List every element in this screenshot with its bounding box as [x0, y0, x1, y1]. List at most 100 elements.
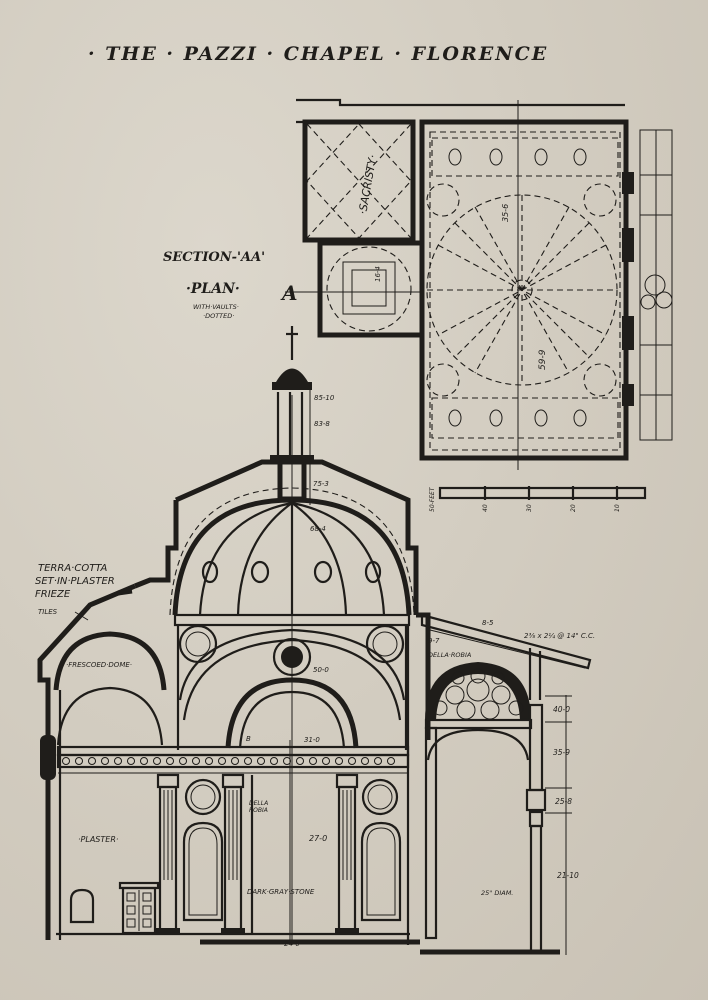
della-robia-label: DELLA — [249, 800, 268, 807]
frieze-ornament — [231, 757, 239, 765]
dome-coffer — [491, 685, 511, 705]
scale-tick: 10 — [614, 504, 621, 512]
frieze-ornament — [387, 757, 395, 765]
frieze-ornament — [140, 757, 148, 765]
dimension-label: 40-0 — [553, 705, 570, 714]
dome-ribs — [427, 195, 617, 385]
frescoed-dome-label: ·FRESCOED·DOME· — [66, 661, 132, 669]
dome-coffer — [445, 685, 465, 705]
frieze-ornament — [322, 757, 330, 765]
plan-portico — [622, 129, 673, 441]
dome-drum-left — [134, 500, 179, 589]
entry-bay: 16-4 A — [280, 240, 425, 338]
frieze-ornament — [348, 757, 356, 765]
dome-coffer — [456, 700, 476, 720]
plan-note: WITH·VAULTS· — [193, 303, 239, 311]
frieze-ornament — [205, 757, 213, 765]
wall-details — [56, 625, 420, 945]
dimension-plan-length: 59-9 — [538, 349, 548, 370]
dimension-label: 85-10 — [314, 394, 335, 402]
small-window — [69, 888, 95, 924]
left-wing: ·FRESCOED·DOME· — [37, 583, 167, 940]
frieze-ornament — [153, 757, 161, 765]
frieze-ornament — [127, 757, 135, 765]
dimension-small-dome: 16-4 — [374, 266, 382, 282]
pilasters — [156, 773, 359, 934]
dome-coffer — [470, 668, 486, 684]
frieze-ornament — [335, 757, 343, 765]
dome-roof — [174, 459, 419, 615]
frieze-ornament — [62, 757, 70, 765]
dome-coffer — [491, 671, 505, 685]
dimension-label: 24-0 — [284, 940, 300, 948]
frieze-ornament — [296, 757, 304, 765]
frieze-ornament — [179, 757, 187, 765]
scale-tick: 20 — [570, 504, 577, 512]
frieze-ornament — [361, 757, 369, 765]
scale-unit-label: 50-FEET — [429, 486, 436, 512]
floor-plan: ·SACRISTY· 16-4 A — [280, 98, 673, 512]
frieze-ornament — [270, 757, 278, 765]
dome-coffer — [466, 678, 490, 702]
frieze-ornament — [88, 757, 96, 765]
terra-cotta-label: FRIEZE — [35, 589, 71, 600]
dimension-label: 75-3 — [313, 480, 329, 488]
della-robia-portico-label: DELLA·ROBIA — [428, 651, 471, 659]
dimension-label: 35-9 — [553, 748, 570, 757]
scale-tick: 40 — [482, 504, 489, 512]
dome-coffer — [480, 700, 500, 720]
frieze-ornament — [75, 757, 83, 765]
dimension-label: 50-0 — [313, 666, 329, 674]
scale-bar: 50-FEET 40 30 20 10 — [429, 486, 647, 512]
door — [118, 881, 160, 935]
rafter-note: 2⅜ x 2¼ @ 14" C.C. — [524, 632, 595, 640]
section-labels: TERRA·COTTA SET·IN·PLASTER FRIEZE TILES … — [35, 563, 595, 897]
plaster-label: ·PLASTER· — [78, 835, 118, 844]
plan-label: ·PLAN· — [186, 281, 240, 297]
frieze-ornament — [309, 757, 317, 765]
dimension-label: 8-5 — [482, 619, 494, 627]
sacristy-label: ·SACRISTY· — [356, 154, 379, 216]
tiles-label: TILES — [38, 608, 58, 616]
portico — [416, 612, 592, 955]
dimension-label: 83-8 — [314, 420, 330, 428]
arch-mark: B — [246, 735, 251, 743]
frieze-ornament — [374, 757, 382, 765]
center-dimension-line — [289, 390, 311, 945]
dark-gray-stone-label: DARK·GRAY·STONE — [247, 888, 315, 896]
portico-dimension-line — [545, 695, 572, 955]
main-hall: 35-6 59-9 — [419, 100, 629, 470]
dimension-label: 9-7 — [428, 637, 440, 645]
dimension-label: 25-8 — [555, 797, 572, 806]
plan-note: ·DOTTED· — [203, 312, 234, 320]
dimension-plan-width: 35-6 — [501, 204, 510, 222]
frieze-ornament — [218, 757, 226, 765]
dome-coffer — [432, 700, 448, 716]
frieze-ornament — [257, 757, 265, 765]
frieze-ornament — [101, 757, 109, 765]
section-marker-a: A — [280, 281, 298, 305]
coffer-band-bottom — [431, 397, 619, 439]
dimension-label: 27-0 — [309, 834, 327, 843]
section-label: SECTION-'AA' — [163, 250, 265, 265]
terra-cotta-label: TERRA·COTTA — [38, 563, 107, 574]
coffer-band-top — [431, 137, 619, 177]
drawing-title: · THE · PAZZI · CHAPEL · FLORENCE — [88, 43, 548, 65]
frieze-ornament — [166, 757, 174, 765]
frieze-ornament — [244, 757, 252, 765]
dome-coffer — [451, 671, 465, 685]
frieze-ornament — [283, 757, 291, 765]
scale-tick: 30 — [526, 504, 533, 512]
dimension-label: 21-10 — [557, 871, 579, 880]
frieze-ornament — [114, 757, 122, 765]
plan-labels: SECTION-'AA' ·PLAN· WITH·VAULTS· ·DOTTED… — [163, 250, 265, 320]
section-drawing: B ·FRESCOED·DOME· — [37, 326, 592, 955]
section-dimensions: 85-10 83-8 75-3 68-4 50-0 31-0 27-0 24-0… — [284, 394, 579, 948]
terra-cotta-label: SET·IN·PLASTER — [35, 576, 115, 587]
dome-coffer — [508, 700, 524, 716]
frieze-ornament — [192, 757, 200, 765]
entablature-frieze — [56, 745, 410, 774]
della-robia-label: ROBIA — [249, 807, 268, 814]
column-diameter-label: 25" DIAM. — [481, 889, 513, 897]
